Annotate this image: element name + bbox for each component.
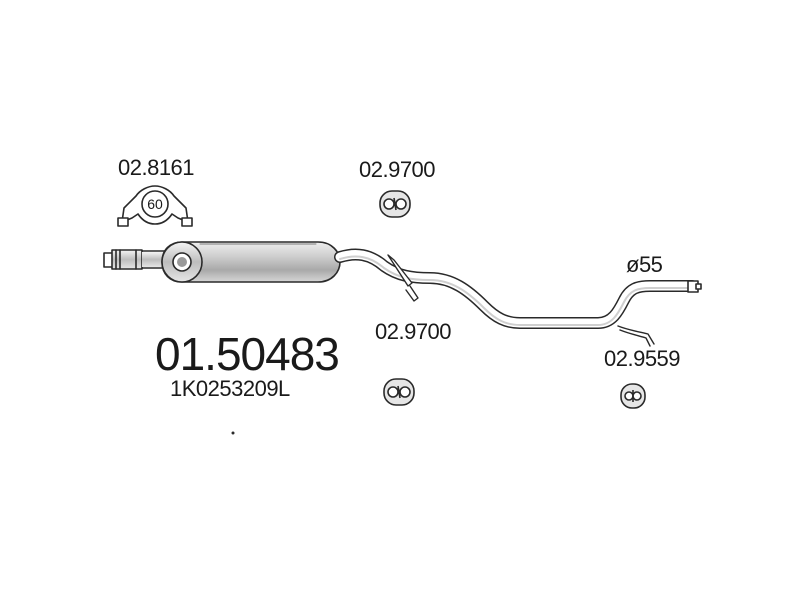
pipe-diameter-label: ø55 [626,252,663,277]
main-part-number: 01.50483 [155,328,340,380]
pipe-hanger-bracket-rear [617,325,655,347]
rubber-hanger-icon [379,190,411,218]
pipe-hanger-bracket-middle [387,254,419,302]
rubber-hanger-icon [383,378,415,406]
clamp-diameter-badge: 60 [147,196,163,212]
tail-pipe [334,248,702,329]
rubber-ring-hanger-icon [620,383,646,409]
part-number-hanger-rear: 02.9559 [604,346,681,371]
part-number-hanger-bottom: 02.9700 [375,319,452,344]
exhaust-clamp-icon: 60 [117,185,193,227]
part-number-hanger-top: 02.9700 [359,157,436,182]
stray-dot [231,431,235,435]
central-muffler [161,241,341,283]
exhaust-assembly [103,241,702,347]
oem-number: 1K0253209L [170,376,290,401]
part-number-clamp: 02.8161 [118,155,195,180]
inlet-stub [103,249,143,270]
